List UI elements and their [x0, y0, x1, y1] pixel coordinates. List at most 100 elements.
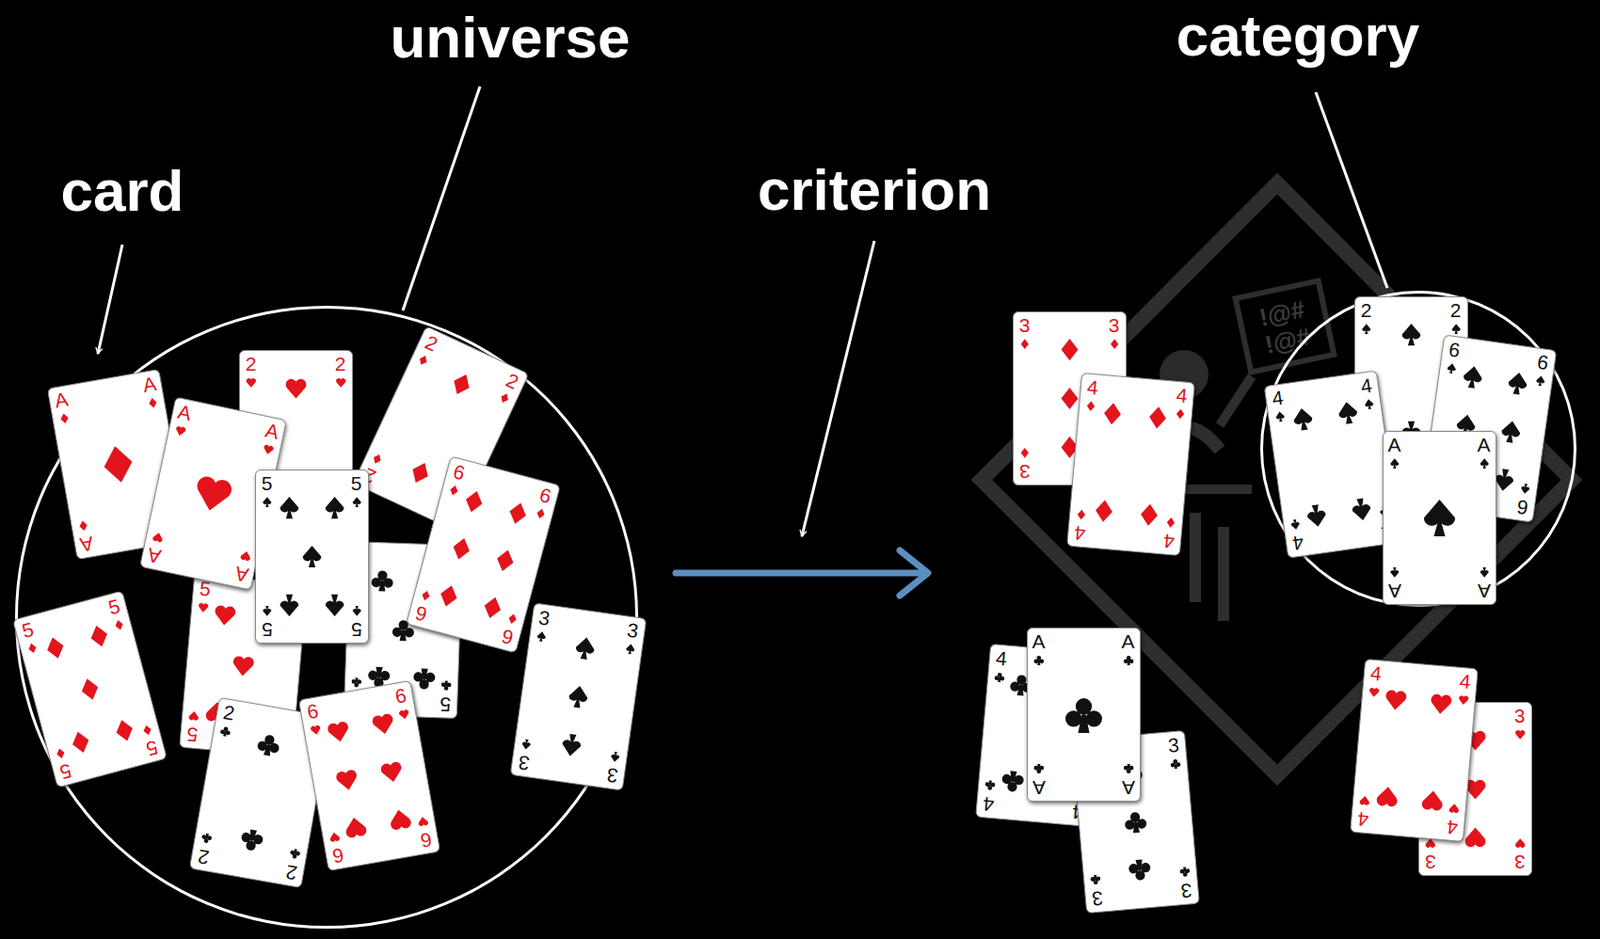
- rank-text: 4: [1287, 529, 1308, 555]
- suit-pip: [1390, 458, 1399, 469]
- suit-pip: [59, 412, 69, 424]
- suit-pip: [27, 641, 38, 654]
- rank-text: 4: [1442, 815, 1462, 839]
- suit-pip: [87, 623, 110, 649]
- rank-text: 4: [1082, 375, 1102, 400]
- suit-pip: [1451, 323, 1460, 335]
- rank-text: 4: [1267, 385, 1288, 411]
- rank-text: 4: [978, 791, 998, 816]
- rank-text: A: [1120, 776, 1137, 800]
- suit-pip: [370, 452, 383, 465]
- suit-pip: [1139, 503, 1159, 528]
- suit-pip: [1290, 518, 1300, 530]
- suit-pip: [1446, 362, 1456, 374]
- rank-text: A: [143, 542, 165, 568]
- playing-card: 5555: [12, 590, 168, 788]
- rank-text: A: [50, 387, 72, 414]
- rank-text: A: [76, 530, 97, 557]
- rank-text: A: [138, 371, 160, 398]
- suit-pip: [567, 684, 590, 709]
- suit-pip: [1423, 498, 1455, 536]
- suit-pip: [1169, 758, 1181, 769]
- suit-pip: [147, 397, 158, 409]
- rank-text: 6: [409, 600, 432, 627]
- card-face: [510, 603, 645, 790]
- suit-pip: [398, 708, 410, 720]
- suit-pip: [213, 605, 237, 626]
- suit-pip: [1086, 400, 1095, 412]
- suit-pip: [262, 444, 274, 455]
- group-circle: category222244446666AAAA: [1260, 290, 1577, 608]
- suit-pip: [1103, 401, 1122, 426]
- suit-pip: [262, 496, 272, 508]
- suit-pip: [416, 353, 429, 367]
- suit-pip: [1464, 730, 1486, 751]
- rank-text: 5: [102, 593, 126, 621]
- suit-pip: [44, 635, 66, 661]
- suit-pip: [1305, 503, 1328, 528]
- suit-pip: [188, 710, 199, 720]
- suit-pip: [1292, 406, 1314, 432]
- suit-pip: [78, 676, 100, 703]
- rank-text: 5: [348, 472, 366, 496]
- rank-text: 6: [327, 842, 349, 868]
- suit-pip: [1520, 482, 1530, 495]
- suit-pip: [352, 606, 361, 617]
- rank-text: 3: [533, 606, 554, 631]
- suit-pip: [200, 832, 212, 845]
- rank-text: 3: [1511, 850, 1529, 874]
- card-face: [256, 470, 368, 643]
- suit-pip: [240, 550, 252, 561]
- suit-pip: [993, 672, 1005, 683]
- rank-text: 5: [435, 692, 454, 717]
- leader-line: [402, 86, 480, 311]
- suit-pip: [151, 531, 163, 543]
- suit-pip: [100, 443, 136, 485]
- rank-text: 3: [1176, 878, 1196, 902]
- rank-text: 2: [332, 352, 350, 376]
- rank-text: 3: [1016, 314, 1034, 337]
- rank-text: 6: [1512, 494, 1533, 519]
- rank-text: 2: [280, 859, 302, 885]
- suit-pip: [55, 747, 66, 759]
- suit-pip: [1175, 408, 1184, 419]
- suit-pip: [1336, 400, 1359, 425]
- suit-pip: [1033, 655, 1044, 665]
- suit-pip: [287, 610, 298, 621]
- rank-text: A: [1030, 630, 1048, 654]
- suit-pip: [69, 729, 92, 755]
- rank-text: 4: [991, 646, 1010, 671]
- rank-text: 3: [622, 618, 642, 643]
- leader-arrow: [97, 244, 123, 354]
- callout-label: criterion: [757, 160, 992, 220]
- leader-arrow: [801, 240, 875, 537]
- suit-pip: [302, 544, 321, 567]
- suit-pip: [142, 723, 153, 736]
- suit-pip: [416, 816, 429, 827]
- suit-pip: [1166, 516, 1175, 528]
- playing-card: 5555: [255, 469, 369, 644]
- suit-pip: [78, 519, 88, 531]
- suit-pip: [1464, 779, 1486, 800]
- suit-pip: [352, 496, 361, 508]
- suit-pip: [1060, 337, 1078, 360]
- suit-pip: [328, 831, 340, 842]
- suit-pip: [1376, 785, 1399, 807]
- suit-pip: [506, 500, 528, 527]
- suit-pip: [1148, 405, 1168, 430]
- suit-pip: [1119, 762, 1143, 785]
- heading-label: universe: [389, 8, 630, 67]
- rank-text: 4: [1356, 373, 1376, 399]
- rank-text: 5: [258, 472, 276, 496]
- rank-text: 4: [1365, 661, 1385, 686]
- suit-pip: [1179, 866, 1190, 878]
- rank-text: 6: [415, 827, 436, 853]
- suit-pip: [463, 488, 485, 514]
- rank-text: A: [1475, 579, 1493, 603]
- rank-text: 2: [1447, 299, 1465, 322]
- rank-text: 3: [1087, 886, 1106, 911]
- rank-text: 2: [1358, 299, 1376, 322]
- suit-pip: [407, 459, 432, 487]
- rank-text: 6: [1532, 350, 1552, 375]
